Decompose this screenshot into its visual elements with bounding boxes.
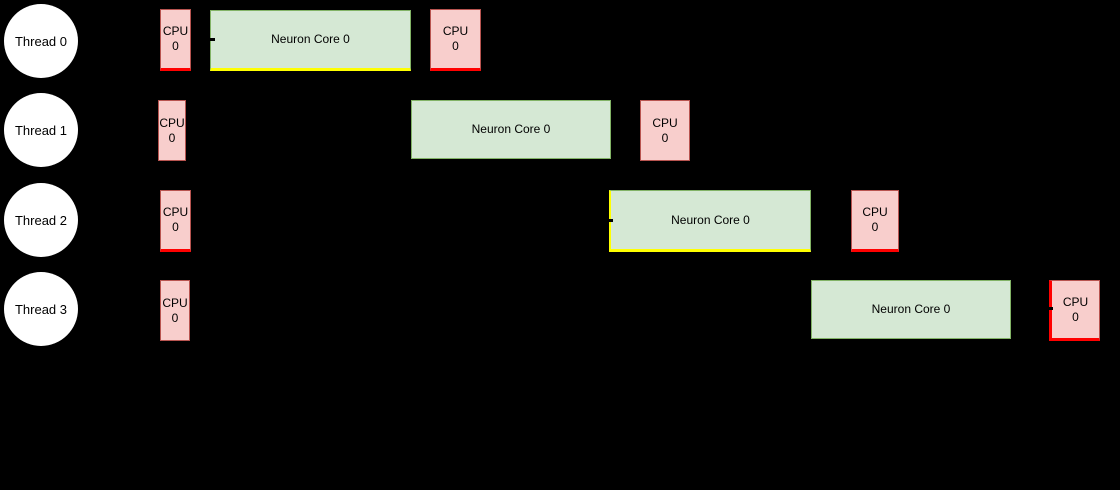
- thread-label: Thread 0: [14, 33, 68, 49]
- thread-circle: Thread 0: [4, 4, 78, 78]
- block-label: Neuron Core 0: [271, 32, 350, 46]
- block-sublabel: 0: [171, 310, 179, 325]
- block-sublabel: 0: [172, 220, 179, 234]
- block-label: Neuron Core 0: [671, 212, 750, 227]
- block-label: CPU: [162, 24, 189, 38]
- block-label: Neuron Core 0: [471, 122, 551, 136]
- block-label: CPU: [652, 115, 678, 130]
- neuron-core-block: Neuron Core 0: [609, 190, 811, 252]
- thread-label: Thread 3: [14, 301, 68, 317]
- block-label: CPU: [862, 205, 888, 219]
- block-label: CPU: [162, 295, 188, 310]
- thread-label: Thread 2: [14, 212, 68, 228]
- neuron-core-block: Neuron Core 0: [411, 100, 611, 159]
- thread-label: Thread 1: [14, 122, 68, 138]
- thread-circle: Thread 1: [4, 93, 78, 167]
- block-label: CPU: [1062, 294, 1089, 309]
- thread-circle: Thread 3: [4, 272, 78, 346]
- block-label: CPU: [159, 115, 185, 130]
- block-label: CPU: [162, 205, 189, 219]
- block-label: CPU: [442, 24, 469, 38]
- block-sublabel: 0: [661, 130, 669, 145]
- connector-arrowhead: [204, 38, 215, 41]
- block-sublabel: 0: [452, 39, 459, 53]
- block-sublabel: 0: [172, 39, 179, 53]
- block-label: Neuron Core 0: [871, 302, 951, 316]
- thread-circle: Thread 2: [4, 183, 78, 257]
- connector-arrowhead: [1043, 307, 1053, 310]
- block-sublabel: 0: [871, 220, 879, 234]
- neuron-core-block: Neuron Core 0: [811, 280, 1011, 339]
- neuron-core-block: Neuron Core 0: [210, 10, 411, 71]
- connector-arrowhead: [601, 219, 613, 222]
- block-sublabel: 0: [168, 130, 176, 145]
- block-sublabel: 0: [1072, 309, 1079, 324]
